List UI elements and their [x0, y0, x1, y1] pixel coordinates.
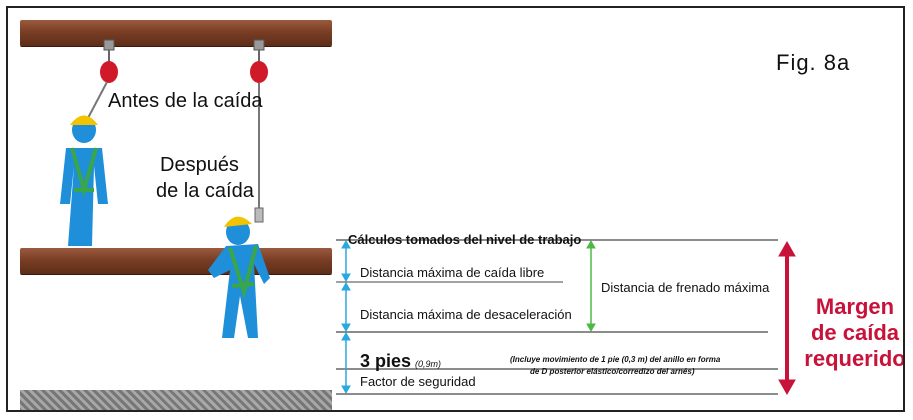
anchor-after-fall — [250, 39, 268, 223]
measurement-lines — [336, 239, 778, 395]
work-level-beam — [20, 248, 332, 274]
three-feet-metric: (0,9m) — [415, 359, 442, 369]
margin-line-1: Margen — [815, 294, 895, 319]
safety-factor-label: Factor de seguridad — [360, 374, 476, 389]
margin-line-3: requerido — [804, 346, 905, 371]
deceleration-label: Distancia máxima de desaceleración — [360, 307, 572, 322]
illustration — [60, 39, 796, 396]
margin-line-2: de caída — [810, 320, 900, 345]
top-steel-beam — [20, 20, 332, 46]
worker-after-fall — [208, 216, 270, 338]
figure-number: Fig. 8a — [776, 50, 851, 75]
figure-frame: Antes de la caída Después de la caída Fi… — [6, 6, 905, 412]
worker-before-fall — [60, 115, 108, 246]
braking-distance-label: Distancia de frenado máxima — [601, 280, 770, 295]
calculations-title: Cálculos tomados del nivel de trabajo — [348, 232, 582, 247]
free-fall-arrow — [341, 239, 351, 283]
three-feet-value: 3 pies(0,9m) — [360, 351, 441, 372]
ground-floor — [20, 390, 332, 410]
after-fall-label-line1: Después — [160, 154, 239, 176]
deceleration-arrow — [341, 281, 351, 333]
braking-arrow — [586, 239, 596, 333]
required-margin-arrow — [778, 240, 796, 396]
note-line-1: (Incluye movimiento de 1 pie (0,3 m) del… — [510, 355, 721, 364]
free-fall-label: Distancia máxima de caída libre — [360, 265, 545, 280]
safety-factor-arrow — [341, 331, 351, 395]
three-feet-text: 3 pies — [360, 351, 412, 371]
before-fall-label: Antes de la caída — [108, 90, 263, 112]
after-fall-label-line2: de la caída — [156, 180, 254, 202]
required-margin-label: Margen de caída requerido — [790, 294, 905, 372]
note-line-2: de D posterior elástico/corredizo del ar… — [530, 367, 695, 376]
anchor-before-fall — [87, 39, 118, 119]
